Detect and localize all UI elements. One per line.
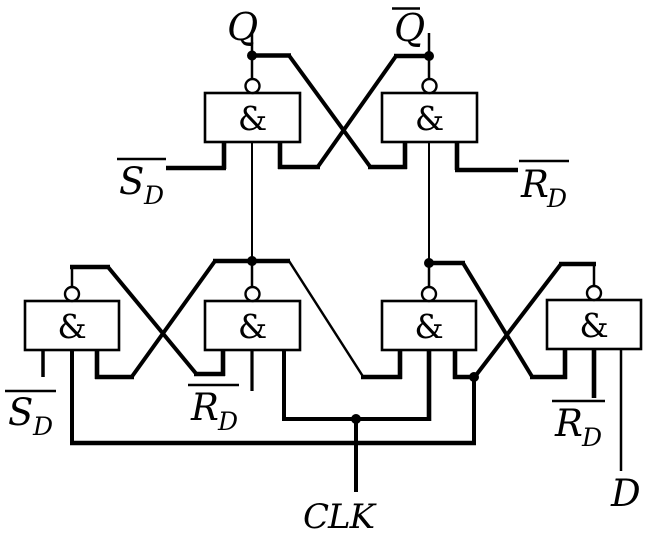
wire-gate4-to-gate5-diagonal bbox=[287, 260, 365, 378]
label-sd-top-subscript: D bbox=[143, 181, 164, 210]
inversion-bubble-gate6 bbox=[585, 284, 603, 302]
label-rd-right: R bbox=[554, 402, 583, 445]
label-d: D bbox=[610, 472, 641, 515]
label-rd-top: R bbox=[520, 163, 549, 206]
label-clk: CLK bbox=[303, 497, 378, 537]
inversion-bubble-gate2 bbox=[421, 77, 438, 95]
wire-gate3-cross-diagonal bbox=[106, 265, 198, 375]
gate6-symbol: & bbox=[579, 306, 608, 345]
output-latch: & & bbox=[166, 32, 518, 263]
nand-gate3-box bbox=[23, 299, 121, 352]
label-sd-bottom-subscript: D bbox=[32, 412, 53, 441]
wire-gate6-cross-diagonal bbox=[473, 262, 563, 378]
nand-gate4-box bbox=[203, 299, 302, 352]
label-rd-middle-subscript: D bbox=[217, 407, 238, 436]
label-rd-top-subscript: D bbox=[546, 184, 567, 213]
wire-qbar-cross-diagonal bbox=[316, 54, 398, 168]
labels: Q Q S D R D S D R D R D CLK D bbox=[5, 5, 641, 537]
label-q: Q bbox=[227, 5, 258, 49]
label-sd-top: S bbox=[119, 160, 144, 203]
inversion-bubble-gate1 bbox=[244, 77, 261, 95]
wire-gate4-cross-diagonal bbox=[130, 259, 217, 378]
nand-gate5-box bbox=[380, 299, 478, 352]
inversion-bubble-gate5 bbox=[420, 285, 438, 303]
gate5-symbol: & bbox=[414, 307, 443, 346]
label-rd-middle: R bbox=[190, 386, 219, 429]
wire-gate5-cross-diagonal bbox=[461, 261, 534, 378]
gate4-symbol: & bbox=[238, 307, 267, 346]
nand-gate2-box bbox=[380, 91, 479, 144]
nand-gate6-box bbox=[545, 298, 643, 351]
wire-q-cross-diagonal bbox=[287, 54, 372, 168]
gate2-symbol: & bbox=[415, 99, 444, 138]
gate1-symbol: & bbox=[238, 99, 267, 138]
label-sd-bottom: S bbox=[8, 391, 33, 434]
inversion-bubble-gate4 bbox=[244, 285, 261, 303]
clocking-stage: & & & & bbox=[23, 256, 643, 492]
inversion-bubble-gate3 bbox=[63, 285, 81, 303]
gate3-symbol: & bbox=[57, 307, 86, 346]
label-rd-right-subscript: D bbox=[581, 423, 602, 452]
label-qbar: Q bbox=[394, 6, 425, 50]
